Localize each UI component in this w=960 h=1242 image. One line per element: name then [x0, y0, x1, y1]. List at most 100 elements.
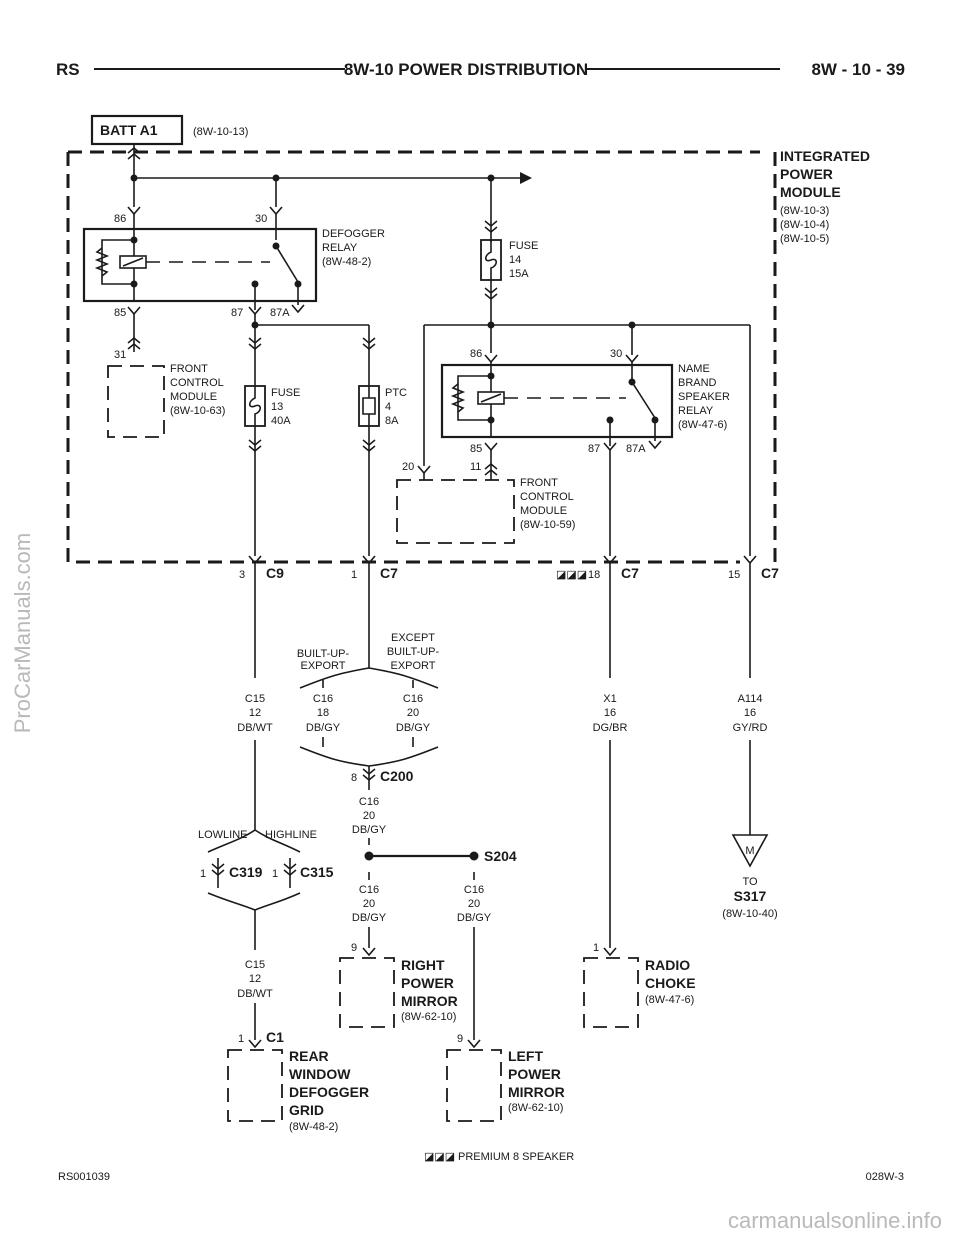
- header-page: 8W - 10 - 39: [811, 60, 905, 79]
- c7b-sym: ◪◪◪: [556, 569, 587, 581]
- opt-bue-2: EXPORT: [300, 660, 345, 672]
- c7c-name: C7: [761, 565, 779, 581]
- defogger-pin86: 86: [114, 213, 126, 225]
- ground-ref: (8W-10-40): [722, 908, 777, 920]
- defogger-label-1: DEFOGGER: [322, 228, 385, 240]
- wire-c16d-1: C16: [359, 884, 379, 896]
- fcm2-pin20: 20: [402, 461, 414, 473]
- radio-choke-box: [583, 957, 639, 1028]
- speaker-pin86: 86: [470, 348, 482, 360]
- footer-right: 028W-3: [866, 1171, 904, 1183]
- c200-name: C200: [380, 768, 414, 784]
- rmirror-label-2: POWER: [401, 975, 454, 991]
- wire-x1-2: 16: [604, 707, 616, 719]
- rwd-ref: (8W-48-2): [289, 1121, 338, 1133]
- wire-a114-1: A114: [738, 693, 763, 705]
- defogger-pin87: 87: [231, 307, 243, 319]
- c7a-pin: 1: [351, 569, 357, 581]
- opt-lowline: LOWLINE: [198, 829, 248, 841]
- legend-sym: ◪◪◪: [424, 1151, 455, 1163]
- wire-c16e-3: DB/GY: [457, 912, 492, 924]
- fuse14-label-2: 14: [509, 254, 521, 266]
- c315-name: C315: [300, 864, 334, 880]
- wire-x1-1: X1: [603, 693, 616, 705]
- fuse13-label-1: FUSE: [271, 387, 300, 399]
- defogger-pin85: 85: [114, 307, 126, 319]
- speaker-pin87: 87: [588, 443, 600, 455]
- legend-text: PREMIUM 8 SPEAKER: [458, 1151, 574, 1163]
- connector-c7-18: [603, 555, 617, 678]
- fuse14-label-1: FUSE: [509, 240, 538, 252]
- fcm1-label-3: MODULE: [170, 391, 217, 403]
- lmirror-label-1: LEFT: [508, 1048, 543, 1064]
- defogger-relay: [82, 206, 318, 316]
- option-bracket-bottom: [299, 746, 439, 767]
- c319-pin: 1: [200, 868, 206, 880]
- c315-pin: 1: [272, 868, 278, 880]
- wire-c16b-2: 20: [407, 707, 419, 719]
- opt-bue-1: BUILT-UP-: [297, 648, 350, 660]
- rmirror-pin: 9: [351, 942, 357, 954]
- wire-c16b-3: DB/GY: [396, 722, 431, 734]
- c200-pin: 8: [351, 772, 357, 784]
- bottom-watermark: carmanualsonline.info: [727, 1208, 942, 1233]
- wire-a114-2: 16: [744, 707, 756, 719]
- wire-c16e-1: C16: [464, 884, 484, 896]
- lmirror-label-3: MIRROR: [508, 1084, 565, 1100]
- wire-x1-3: DG/BR: [593, 722, 628, 734]
- speaker-pin85: 85: [470, 443, 482, 455]
- speaker-label-4: RELAY: [678, 405, 714, 417]
- ground-to: TO: [742, 876, 758, 888]
- opt-ex-3: EXPORT: [390, 660, 435, 672]
- rwd-conn: C1: [266, 1029, 284, 1045]
- ptc-4: [358, 337, 380, 452]
- fcm1-label-1: FRONT: [170, 363, 208, 375]
- connector-c7-15: [743, 555, 757, 678]
- ptc4-label-3: 8A: [385, 415, 399, 427]
- fuse-14: [480, 220, 502, 353]
- fcm2-label-4: (8W-10-59): [520, 519, 575, 531]
- ground-m-icon: [731, 834, 769, 868]
- c9-pin: 3: [239, 569, 245, 581]
- connector-c7-1: [362, 555, 376, 620]
- rwd-label-1: REAR: [289, 1048, 329, 1064]
- opt-ex-2: BUILT-UP-: [387, 646, 440, 658]
- wire-c16a-3: DB/GY: [306, 722, 341, 734]
- wire-c15b-1: C15: [245, 959, 265, 971]
- ipm-title-1: INTEGRATED: [780, 148, 870, 164]
- left-mirror-box: [446, 1049, 502, 1122]
- speaker-label-1: NAME: [678, 363, 710, 375]
- speaker-relay: [440, 354, 674, 452]
- opt-highline: HIGHLINE: [265, 829, 317, 841]
- rmirror-label-1: RIGHT: [401, 957, 445, 973]
- ptc4-label-2: 4: [385, 401, 391, 413]
- rwd-label-4: GRID: [289, 1102, 324, 1118]
- ground-name: S317: [734, 888, 767, 904]
- side-watermark: ProCarManuals.com: [10, 532, 35, 734]
- ipm-ref-3: (8W-10-5): [780, 233, 829, 245]
- line-bracket-bottom: [207, 892, 301, 911]
- wire-c15b-3: DB/WT: [237, 988, 273, 1000]
- c9-name: C9: [266, 565, 284, 581]
- right-mirror-box: [339, 957, 395, 1028]
- ipm-ref-2: (8W-10-4): [780, 219, 829, 231]
- wire-c16c-2: 20: [363, 810, 375, 822]
- fcm2-label-1: FRONT: [520, 477, 558, 489]
- batt-a1-ref: (8W-10-13): [193, 126, 248, 138]
- wire-c16b-1: C16: [403, 693, 423, 705]
- wire-a114-3: GY/RD: [733, 722, 768, 734]
- ipm-boundary: [66, 150, 777, 564]
- defogger-label-2: RELAY: [322, 242, 358, 254]
- speaker-pin87a: 87A: [626, 443, 646, 455]
- s204-label: S204: [484, 848, 517, 864]
- batt-a1-label: BATT A1: [100, 122, 158, 138]
- bus-arrow: [520, 172, 532, 184]
- header-left: RS: [56, 60, 80, 79]
- ipm-ref-1: (8W-10-3): [780, 205, 829, 217]
- c7b-name: C7: [621, 565, 639, 581]
- wire-c16a-1: C16: [313, 693, 333, 705]
- lmirror-pin: 9: [457, 1033, 463, 1045]
- rwd-pin: 1: [238, 1033, 244, 1045]
- lmirror-label-2: POWER: [508, 1066, 561, 1082]
